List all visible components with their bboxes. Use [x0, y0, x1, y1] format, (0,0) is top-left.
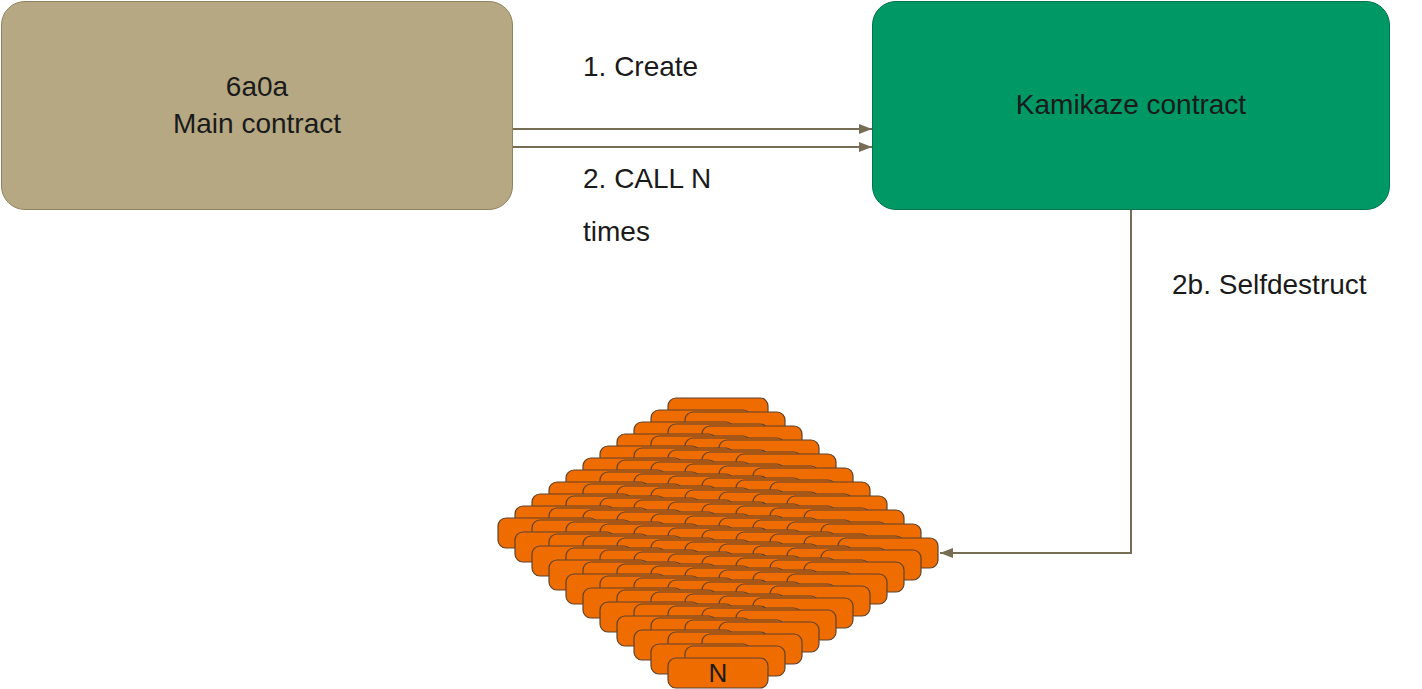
kamikaze-contract-box: Kamikaze contract [872, 1, 1390, 210]
connector-arrow [513, 128, 872, 130]
node-text: Main contract [173, 106, 341, 142]
contract-pile: N [495, 345, 940, 689]
count-label: N [709, 660, 728, 686]
node-text: 6a0a [226, 69, 288, 105]
connector-arrow [513, 146, 872, 148]
edge-label: 2b. Selfdestruct [1172, 258, 1367, 311]
connector-arrow [940, 210, 1131, 553]
edge-label: 2. CALL N times [583, 152, 768, 258]
main-contract-box: 6a0aMain contract [1, 1, 513, 210]
edge-label: 1. Create [583, 40, 698, 93]
pile-outline [495, 345, 940, 689]
node-text: Kamikaze contract [1016, 87, 1246, 123]
contract-card [668, 658, 768, 688]
front-card-label: N [668, 658, 768, 688]
